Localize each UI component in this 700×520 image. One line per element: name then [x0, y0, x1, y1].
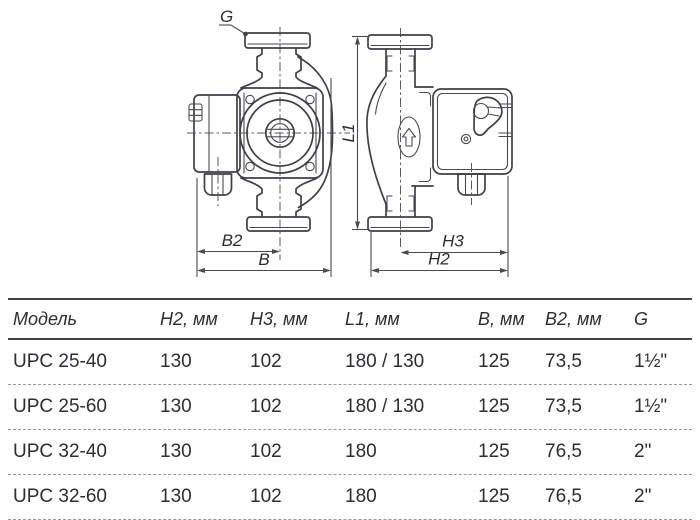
side-top-flange	[367, 34, 433, 50]
table-cell: 125	[478, 351, 510, 372]
table-cell: 180 / 130	[345, 351, 425, 372]
pump-plate	[236, 87, 324, 179]
table-cell: 125	[478, 486, 510, 507]
table-cell: 180	[345, 441, 377, 462]
terminal-box-side	[432, 88, 513, 175]
bolt-icon	[245, 94, 255, 105]
volute-outline	[297, 56, 334, 209]
table-cell: 76,5	[545, 441, 582, 462]
table-cell: 130	[160, 396, 192, 417]
front-top-flange	[244, 32, 311, 49]
column-header-h3: H3, мм	[250, 308, 308, 329]
side-view: L1 H3 H2	[339, 28, 513, 277]
cable-gland-side	[457, 163, 486, 205]
table-cell: 1½"	[634, 396, 668, 417]
cable-gland-front	[203, 157, 233, 206]
table-cell: 73,5	[545, 351, 582, 372]
table-cell: 125	[478, 441, 510, 462]
table-row: UPC 25-60 130 102 180 / 130 125 73,5 1½"	[8, 385, 692, 430]
table-cell-model: UPC 32-60	[13, 486, 107, 507]
column-header-g: G	[634, 308, 649, 329]
table-cell: 102	[250, 351, 282, 372]
dim-label-h2: H2	[428, 250, 450, 269]
dim-label-b2: B2	[222, 231, 243, 250]
clip-icon	[188, 103, 203, 122]
column-header-b2: B2, мм	[545, 308, 602, 329]
table-cell: 125	[478, 396, 510, 417]
front-bottom-flange	[246, 216, 311, 232]
table-cell: 130	[160, 441, 192, 462]
table-row: UPC 32-40 130 102 180 125 76,5 2"	[8, 430, 692, 475]
table-row: UPC 32-60 130 102 180 125 76,5 2"	[8, 475, 692, 520]
side-volute	[366, 75, 387, 205]
dim-label-l1: L1	[339, 124, 358, 143]
table-row: UPC 25-40 130 102 180 / 130 125 73,5 1½"	[8, 340, 692, 385]
table-cell: 130	[160, 351, 192, 372]
flow-direction-emblem	[397, 116, 421, 158]
dimension-b: B	[197, 78, 332, 277]
bolt-icon	[305, 94, 315, 105]
speed-selector-knob	[473, 96, 503, 136]
table-cell: 102	[250, 486, 282, 507]
table-cell: 180 / 130	[345, 396, 425, 417]
dimension-h2: H2	[370, 232, 508, 277]
front-view: G	[187, 7, 350, 277]
bolt-icon	[245, 161, 255, 172]
thread-callout: G	[219, 7, 248, 37]
pump-dimension-drawing: G	[187, 7, 513, 277]
side-pipe	[385, 48, 416, 218]
table-cell: 1½"	[634, 351, 668, 372]
front-bottom-pipe	[240, 177, 318, 218]
table-cell: 2"	[634, 441, 652, 462]
table-cell: 102	[250, 396, 282, 417]
table-header-row: Модель H2, мм H3, мм L1, мм B, мм B2, мм…	[8, 300, 692, 340]
bolt-icon	[305, 161, 315, 172]
vent-plug-icon	[264, 117, 296, 149]
spec-table: Модель H2, мм H3, мм L1, мм B, мм B2, мм…	[8, 298, 692, 520]
arrow-up-icon	[401, 127, 417, 147]
column-header-h2: H2, мм	[160, 308, 218, 329]
table-cell: 102	[250, 441, 282, 462]
front-top-pipe	[240, 47, 318, 89]
dim-label-h3: H3	[442, 232, 464, 251]
table-cell: 76,5	[545, 486, 582, 507]
table-cell-model: UPC 32-40	[13, 441, 107, 462]
front-centerlines	[187, 27, 350, 260]
dim-label-g: G	[220, 7, 233, 26]
column-header-l1: L1, мм	[345, 308, 400, 329]
table-cell: 73,5	[545, 396, 582, 417]
dimension-b2: B2	[196, 178, 280, 277]
table-cell: 180	[345, 486, 377, 507]
table-cell: 2"	[634, 486, 652, 507]
side-bottom-flange	[367, 216, 433, 232]
column-header-model: Модель	[13, 308, 77, 329]
table-cell-model: UPC 25-40	[13, 351, 107, 372]
dimension-l1: L1	[339, 35, 368, 231]
dimension-h3: H3	[400, 176, 509, 277]
column-header-b: B, мм	[478, 308, 525, 329]
table-cell: 130	[160, 486, 192, 507]
box-connectors	[411, 86, 434, 187]
terminal-box-front	[188, 94, 241, 173]
table-cell-model: UPC 25-60	[13, 396, 107, 417]
screw-icon	[460, 133, 472, 145]
dim-label-b: B	[258, 250, 269, 269]
